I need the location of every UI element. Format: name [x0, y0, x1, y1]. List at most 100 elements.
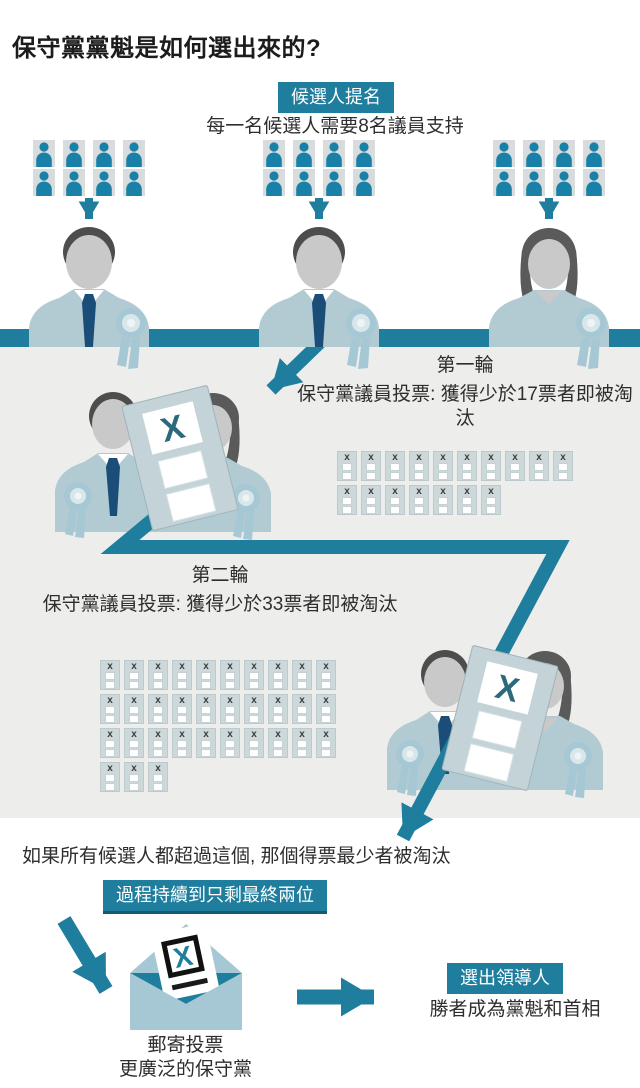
voter-icon: [553, 140, 575, 167]
leader-elected-badge: 選出領導人: [447, 963, 563, 994]
nomination-caption: 每一名候選人需要8名議員支持: [206, 116, 464, 137]
ballot-card-icon: x: [385, 451, 405, 481]
ballot-card-icon: x: [148, 694, 168, 724]
person-silhouette-icon: [126, 171, 142, 196]
voter-icon: [323, 169, 345, 196]
leader-caption: 勝者成為黨魁和首相: [429, 999, 601, 1020]
round2-heading: 第二輪: [191, 565, 249, 586]
ballot-card-icon: x: [172, 694, 192, 724]
ballot-card-icon: x: [337, 451, 357, 481]
round2-caption: 保守黨議員投票: 獲得少於33票者即被淘汰: [42, 594, 398, 615]
ballot-card-icon: x: [100, 660, 120, 690]
ballot-card-icon: x: [244, 728, 264, 758]
voter-icon: [123, 140, 145, 167]
voter-icon: [263, 140, 285, 167]
ballot-card-icon: x: [553, 451, 573, 481]
candidate-2-icon: [259, 227, 379, 369]
voter-icon: [63, 169, 85, 196]
ballot-card-icon: x: [220, 660, 240, 690]
person-silhouette-icon: [356, 171, 372, 196]
ballot-card-icon: x: [481, 451, 501, 481]
ballot-card-icon: x: [172, 728, 192, 758]
round1-caption: 保守黨議員投票: 獲得少於17票者即被淘汰: [297, 384, 633, 429]
person-silhouette-icon: [556, 171, 572, 196]
ballot-card-icon: x: [268, 728, 288, 758]
person-silhouette-icon: [326, 142, 342, 167]
ballot-card-icon: x: [361, 451, 381, 481]
ballot-card-icon: x: [124, 660, 144, 690]
ballot-card-icon: x: [220, 694, 240, 724]
ballot-card-icon: x: [316, 728, 336, 758]
person-silhouette-icon: [96, 142, 112, 167]
voter-icon: [33, 169, 55, 196]
ballot-card-icon: x: [148, 762, 168, 792]
postal-caption-line1: 郵寄投票: [147, 1035, 224, 1056]
person-silhouette-icon: [586, 171, 602, 196]
candidate-1-icon: [29, 227, 149, 369]
voter-icon: [583, 169, 605, 196]
person-silhouette-icon: [96, 171, 112, 196]
person-silhouette-icon: [586, 142, 602, 167]
voter-icon: [63, 140, 85, 167]
voter-icon: [123, 169, 145, 196]
voter-icon: [263, 169, 285, 196]
ballot-card-icon: x: [124, 694, 144, 724]
ballot-card-icon: x: [433, 485, 453, 515]
ballot-card-icon: x: [148, 660, 168, 690]
postal-entry-arrow-icon: [57, 916, 113, 994]
round1-heading: 第一輪: [436, 355, 494, 376]
person-silhouette-icon: [326, 171, 342, 196]
ballot-card-icon: x: [292, 728, 312, 758]
ballot-card-icon: x: [505, 451, 525, 481]
round2-ballot-grid: x x x x x x x x x: [100, 660, 337, 792]
ballot-card-icon: x: [244, 660, 264, 690]
voter-icon: [293, 169, 315, 196]
ballot-card-icon: x: [268, 660, 288, 690]
person-silhouette-icon: [126, 142, 142, 167]
voter-icon: [323, 140, 345, 167]
ballot-card-icon: x: [124, 762, 144, 792]
ballot-card-icon: x: [196, 660, 216, 690]
ballot-card-icon: x: [409, 485, 429, 515]
envelope-ballot-card-icon: X: [150, 923, 220, 1002]
ballot-card-icon: x: [148, 728, 168, 758]
voter-icon: [353, 169, 375, 196]
voter-icon: [493, 169, 515, 196]
person-silhouette-icon: [556, 142, 572, 167]
envelope-body: [130, 973, 242, 1030]
voter-icon: [553, 169, 575, 196]
ballot-card-icon: x: [100, 694, 120, 724]
final-two-badge: 過程持續到只剩最終兩位: [103, 880, 327, 914]
person-silhouette-icon: [296, 142, 312, 167]
ballot-card-icon: x: [268, 694, 288, 724]
person-silhouette-icon: [266, 142, 282, 167]
person-silhouette-icon: [356, 142, 372, 167]
postal-caption-line2: 更廣泛的保守黨: [118, 1059, 252, 1080]
ballot-card-icon: x: [100, 728, 120, 758]
nomination-stage-badge: 候選人提名: [278, 82, 394, 113]
person-silhouette-icon: [36, 142, 52, 167]
person-silhouette-icon: [526, 171, 542, 196]
person-silhouette-icon: [66, 142, 82, 167]
postal-vote-envelope-icon: X: [130, 923, 242, 1030]
ballot-card-icon: x: [124, 728, 144, 758]
voter-icon: [93, 140, 115, 167]
voter-icon: [93, 169, 115, 196]
supporter-grid-left: [33, 140, 145, 196]
voter-icon: [523, 140, 545, 167]
ballot-card-icon: x: [316, 660, 336, 690]
ballot-card-icon: x: [337, 485, 357, 515]
voter-icon: [493, 140, 515, 167]
person-silhouette-icon: [66, 171, 82, 196]
elimination-note: 如果所有候選人都超過這個, 那個得票最少者被淘汰: [22, 846, 451, 867]
ballot-card-icon: x: [529, 451, 549, 481]
ballot-card-icon: x: [100, 762, 120, 792]
voter-icon: [523, 169, 545, 196]
supporter-grid-middle: [263, 140, 375, 196]
ballot-card-icon: x: [433, 451, 453, 481]
ballot-card-icon: x: [316, 694, 336, 724]
ballot-card-icon: x: [361, 485, 381, 515]
person-silhouette-icon: [496, 171, 512, 196]
ballot-card-icon: x: [409, 451, 429, 481]
